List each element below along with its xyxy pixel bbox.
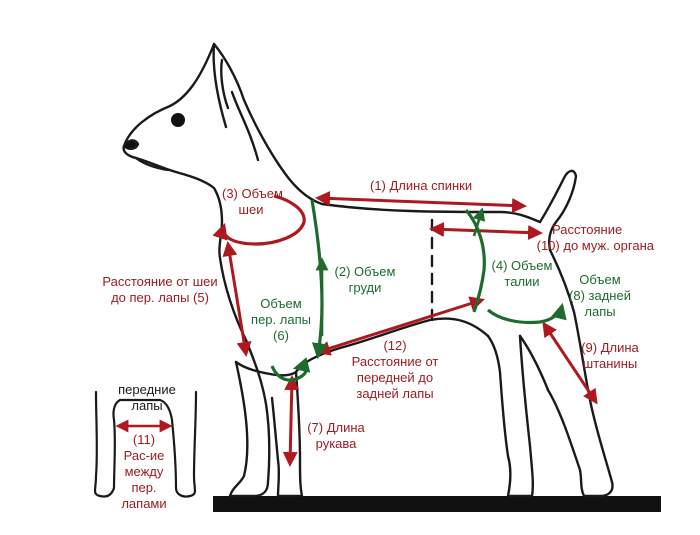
m12-label-line4: задней лапы [356,386,434,401]
m8-label-line3: лапы [584,304,616,319]
m10-arrow [429,221,543,241]
m11-label-line3: пер. [131,480,157,495]
m7-label-line2: рукава [315,436,357,451]
m9-label: (9) Длина штанины [574,340,646,372]
m5-label-line2: до пер. лапы (5) [111,290,209,305]
m11-label-line4: лапами [121,496,167,511]
m1-label: (1) Длина спинки [370,178,473,193]
m6-frontpaw-loop [270,357,311,382]
m11-label: (11) Рас-ие между пер. лапами [112,432,176,512]
m4-label-line2: талии [504,274,540,289]
m10-label-line1: Расстояние [552,222,623,237]
m12-arrow [315,296,485,356]
m9-arrow [542,321,598,405]
m8-label-line1: Объем [579,272,621,287]
m12-label: (12) Расстояние от передней до задней ла… [340,338,450,402]
m6-label-line2: пер. лапы [251,312,311,327]
ground-line [213,496,661,512]
m3-label-line2: шеи [238,202,264,217]
m2-label-line2: груди [348,280,382,295]
m11-label-line2: между [124,464,164,479]
m7-label-line1: (7) Длина [307,420,365,435]
m10-label: Расстояние (10) до муж. органа [520,222,654,254]
front-paws-label-line2: лапы [131,398,163,413]
m6-label: Объем пер. лапы (6) [246,296,316,344]
m3-label: (3) Объем шеи [222,186,283,218]
m8-label-line2: (8) задней [569,288,631,303]
m4-label: (4) Объем талии [486,258,558,290]
m10-label-line2: (10) до муж. органа [536,238,654,253]
m6-label-line1: Объем [260,296,302,311]
front-paws-label-line1: передние [118,382,176,397]
m5-label-line1: Расстояние от шеи [102,274,218,289]
m4-arrow [472,207,486,237]
front-paws-inset [93,390,198,498]
m8-label: Объем (8) задней лапы [560,272,640,320]
m8-hindpaw-loop [486,302,567,325]
m3-neck-loop [212,194,306,246]
m11-label-num: (11) [132,432,156,447]
m1-arrow [315,190,527,214]
m7-label: (7) Длина рукава [302,420,370,452]
m2-label-line1: (2) Объем [334,264,396,279]
m9-label-line1: (9) Длина [581,340,639,355]
m2-label: (2) Объем груди [330,264,400,296]
m6-label-line3: (6) [273,328,289,343]
m7-arrow [282,375,300,467]
m4-label-line1: (4) Объем [491,258,553,273]
m12-label-line3: передней до [356,370,434,385]
m12-label-line2: Расстояние от [351,354,439,369]
front-paws-label: передние лапы [110,382,184,414]
m12-label-line1: (12) [383,338,407,353]
m9-label-line2: штанины [582,356,638,371]
m5-label: Расстояние от шеи до пер. лапы (5) [98,274,222,306]
m11-label-line1: Рас-ие [123,448,165,463]
m3-label-line1: (3) Объем [222,186,283,201]
m4-waist-loop [464,208,486,313]
m5-arrow [222,241,252,357]
